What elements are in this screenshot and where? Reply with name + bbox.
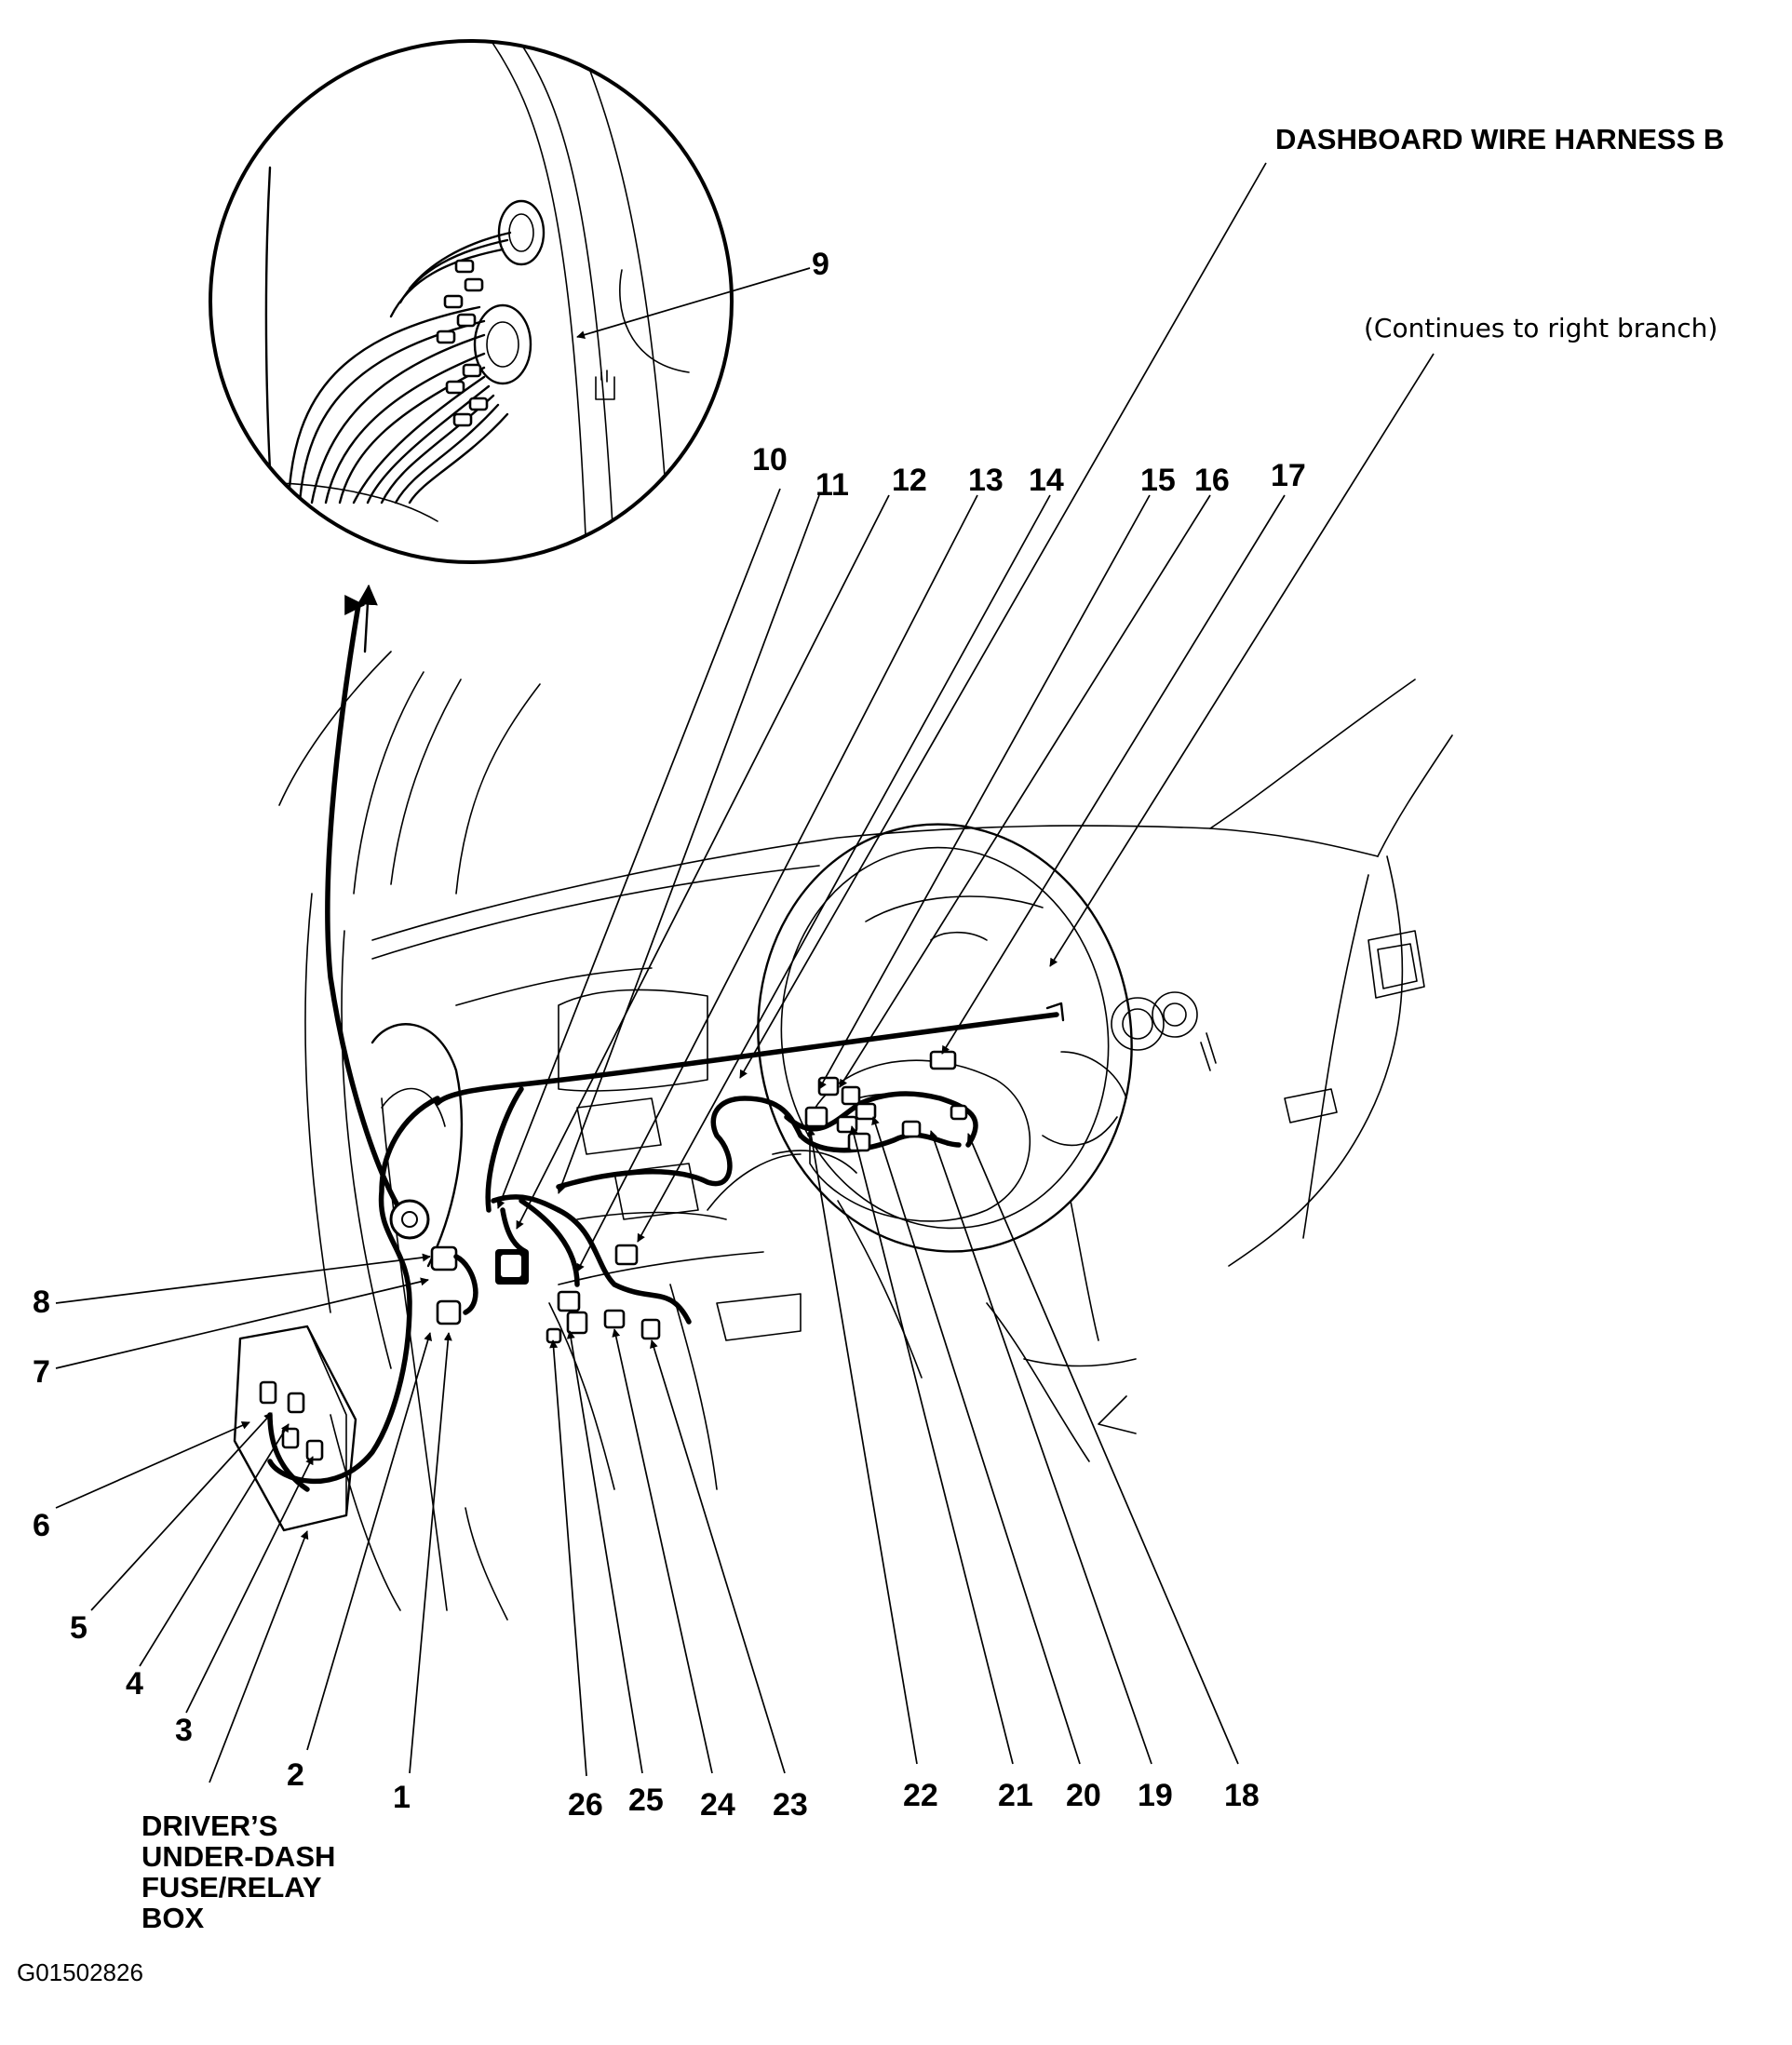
callout-25: 25 bbox=[628, 1783, 664, 1818]
detail-view-circle bbox=[209, 39, 734, 564]
callout-3: 3 bbox=[175, 1713, 193, 1748]
callout-1: 1 bbox=[393, 1780, 411, 1815]
fuse-box-label-line-4: BOX bbox=[141, 1902, 205, 1934]
fuse-box-label-line-2: UNDER-DASH bbox=[141, 1840, 335, 1873]
fuse-relay-box bbox=[233, 1325, 357, 1532]
callout-11: 11 bbox=[815, 467, 849, 503]
continues-note: (Continues to right branch) bbox=[1364, 313, 1718, 343]
callout-21: 21 bbox=[998, 1778, 1033, 1813]
figure-code: G01502826 bbox=[17, 1958, 143, 1986]
dashboard-outline bbox=[278, 651, 1453, 1621]
callout-20: 20 bbox=[1066, 1778, 1101, 1813]
callout-17: 17 bbox=[1271, 458, 1306, 493]
callout-14: 14 bbox=[1029, 463, 1064, 498]
callout-19: 19 bbox=[1138, 1778, 1173, 1813]
leader-lines bbox=[55, 162, 1435, 1783]
callout-15: 15 bbox=[1140, 463, 1176, 498]
callout-5: 5 bbox=[70, 1610, 88, 1646]
callout-24: 24 bbox=[700, 1787, 735, 1823]
callout-12: 12 bbox=[892, 463, 927, 498]
callout-4: 4 bbox=[126, 1666, 143, 1702]
callout-9: 9 bbox=[812, 247, 829, 282]
callout-6: 6 bbox=[33, 1508, 50, 1543]
labels: DASHBOARD WIRE HARNESS B (Continues to r… bbox=[17, 123, 1724, 1986]
callout-22: 22 bbox=[903, 1778, 938, 1813]
fuse-box-label-line-3: FUSE/RELAY bbox=[141, 1871, 322, 1904]
callout-2: 2 bbox=[287, 1757, 304, 1793]
callout-10: 10 bbox=[752, 442, 788, 478]
callout-26: 26 bbox=[568, 1787, 603, 1823]
callout-7: 7 bbox=[33, 1354, 50, 1390]
fuse-box-label-line-1: DRIVER’S bbox=[141, 1810, 277, 1842]
wire-harness bbox=[267, 602, 1065, 1492]
callout-18: 18 bbox=[1224, 1778, 1260, 1813]
callout-16: 16 bbox=[1194, 463, 1230, 498]
callout-8: 8 bbox=[33, 1285, 50, 1320]
callout-13: 13 bbox=[968, 463, 1004, 498]
harness-title: DASHBOARD WIRE HARNESS B bbox=[1275, 123, 1724, 155]
callout-23: 23 bbox=[773, 1787, 808, 1823]
